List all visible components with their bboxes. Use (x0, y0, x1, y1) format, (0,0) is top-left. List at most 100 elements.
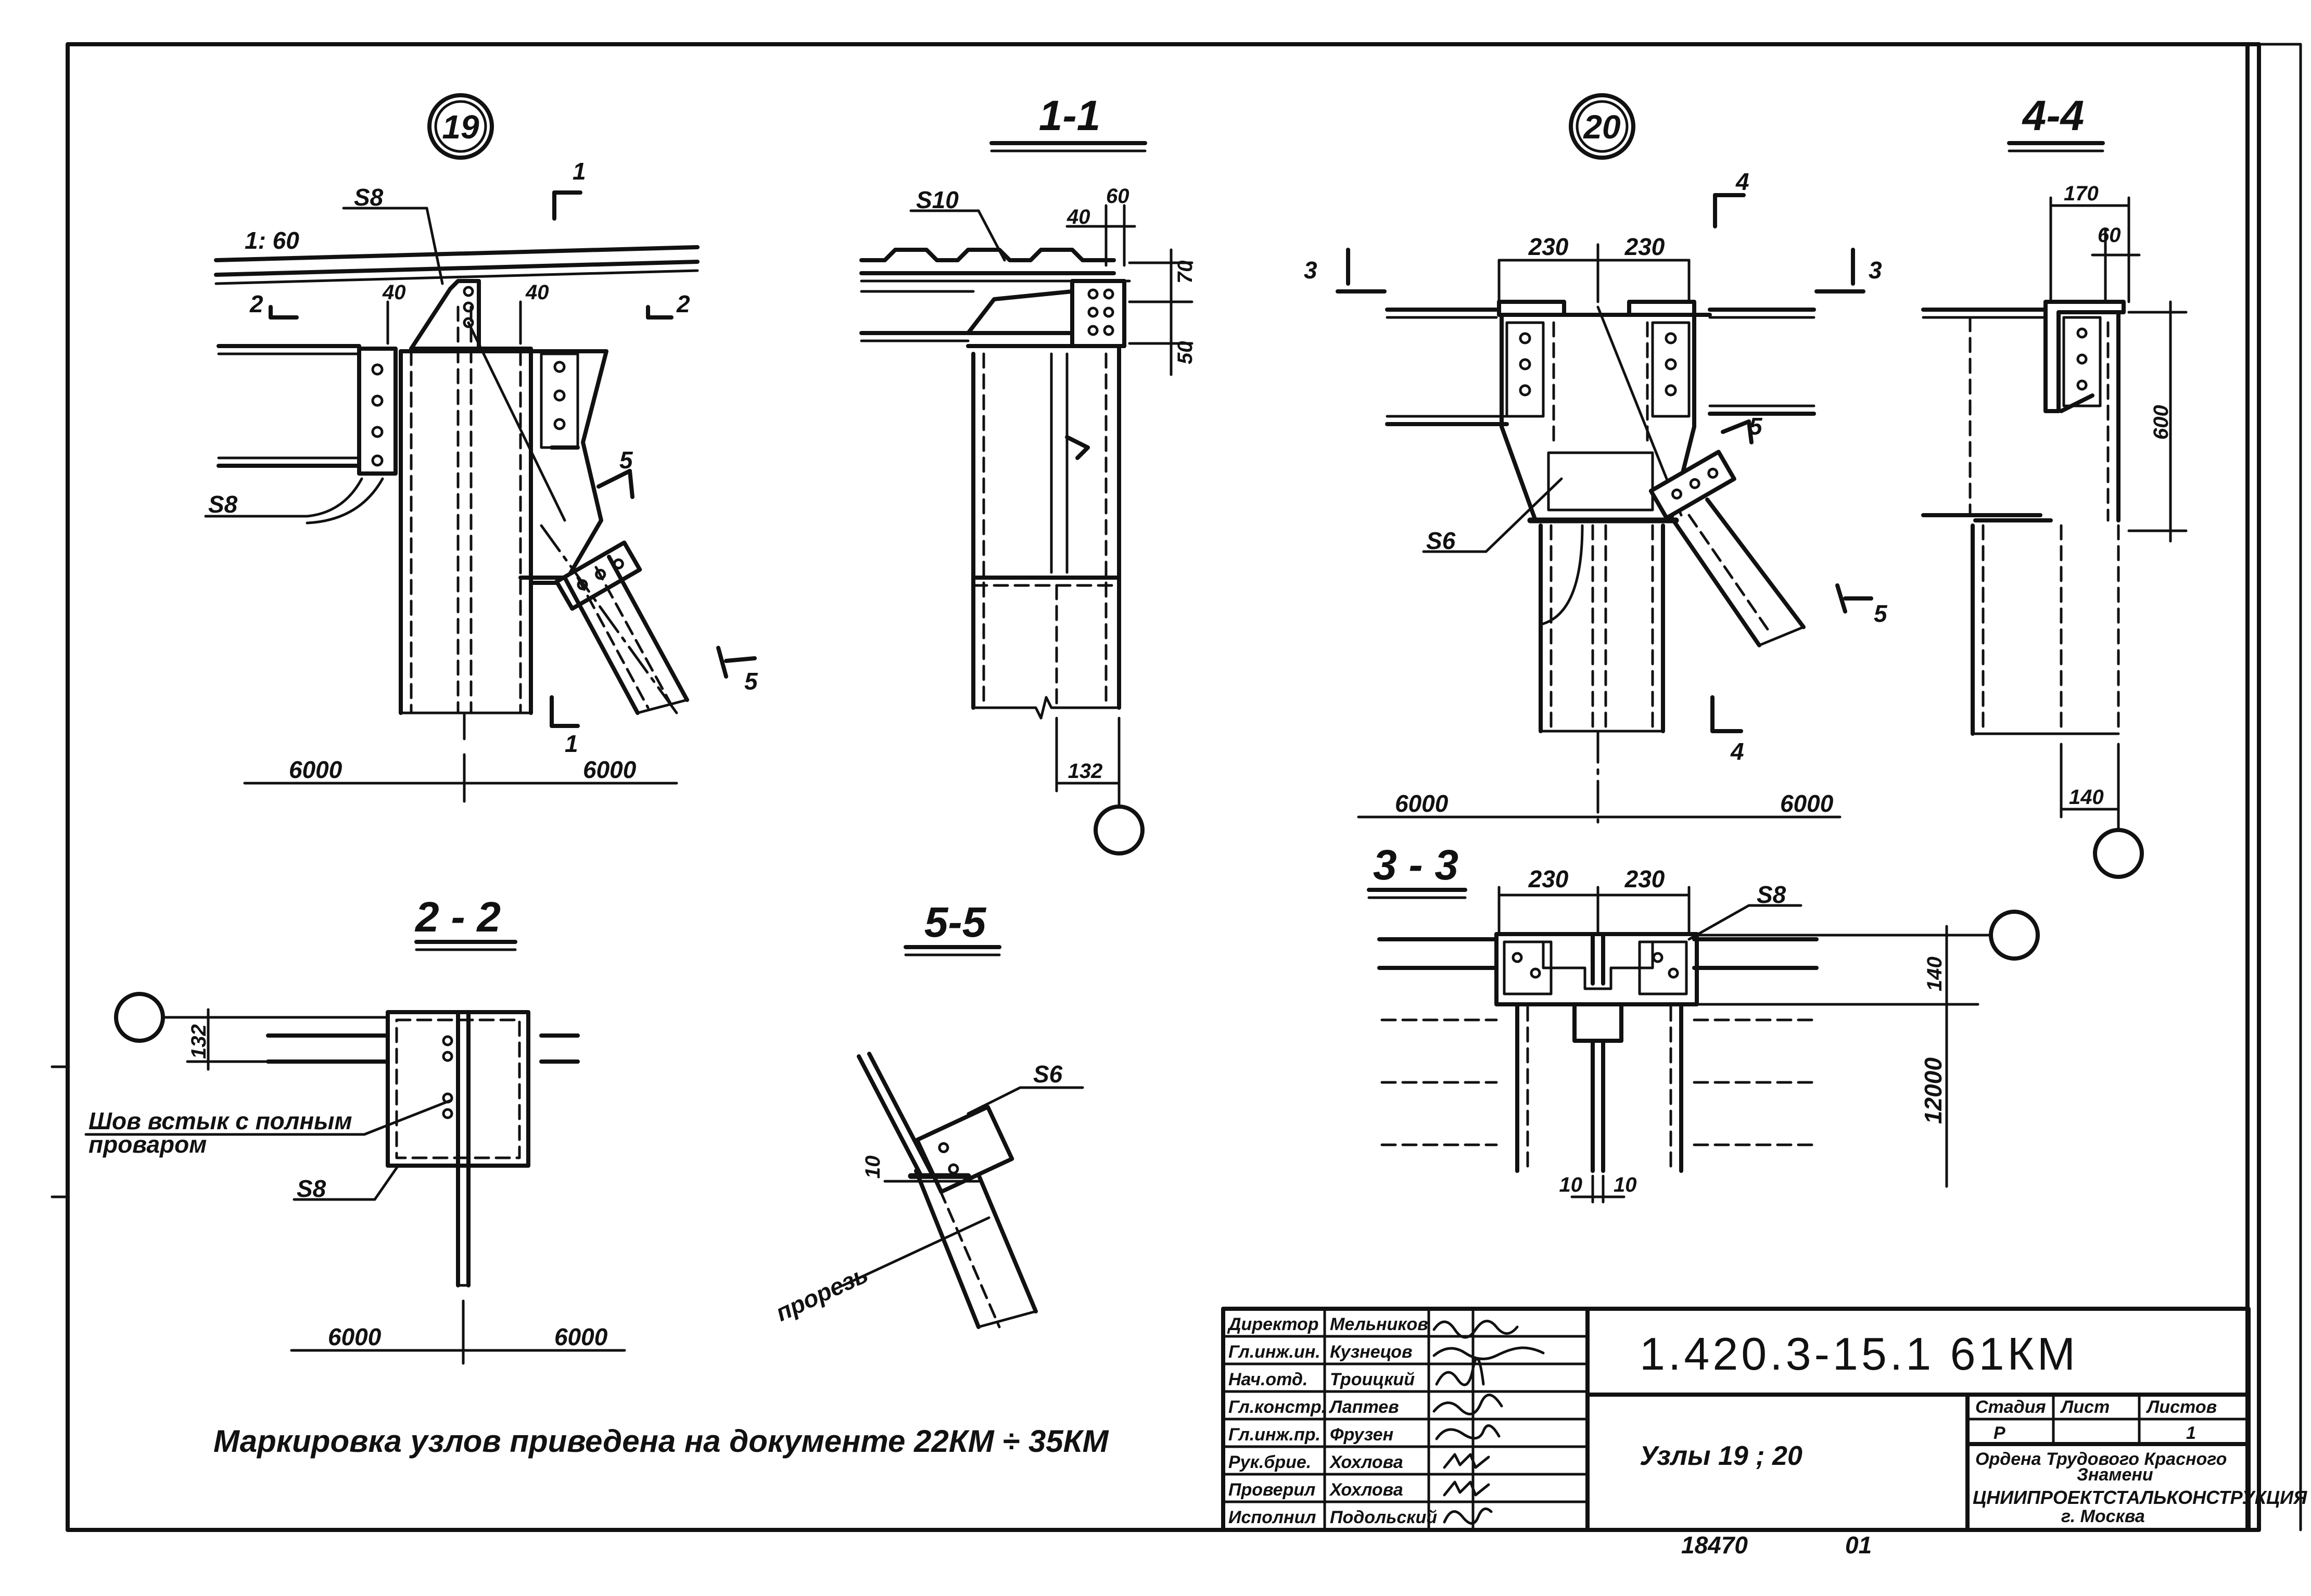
node-19-number: 19 (442, 108, 479, 146)
node-20-cut-5-top: 5 (1749, 413, 1763, 440)
tb-role-4: Гл.констр. (1228, 1397, 1326, 1417)
section-5-5-dim-10: 10 (861, 1156, 884, 1179)
node-20-dim-230-right: 230 (1624, 233, 1665, 260)
section-2-2-weld-note-line2: проваром (88, 1131, 207, 1158)
node-20-dim-6000-right: 6000 (1780, 790, 1834, 817)
tb-name-7: Хохлова (1329, 1480, 1403, 1500)
tb-role-6: Рук.брие. (1228, 1452, 1311, 1472)
section-1-1-dim-70: 70 (1174, 261, 1197, 284)
section-3-3-title: 3 - 3 (1373, 841, 1458, 889)
section-4-4: 4-4 170 60 600 (1921, 92, 2188, 879)
node-19-slope: 1: 60 (245, 227, 299, 254)
section-3-3: 3 - 3 230 230 S8 140 12000 (1367, 841, 2040, 1204)
tb-org-line2: Знамени (2077, 1465, 2153, 1485)
section-1-1-dim-60: 60 (1106, 185, 1129, 208)
tb-sheets-value: 1 (2186, 1423, 2196, 1443)
section-2-2-dim-132: 132 (187, 1024, 210, 1059)
section-1-1-axis-marker (1094, 805, 1145, 856)
section-3-3-label-s8: S8 (1757, 881, 1786, 908)
title-block: Директор Мельников Гл.инж.ин. Кузнецов Н… (1221, 1307, 2307, 1532)
tb-name-8: Подольский (1330, 1508, 1437, 1527)
tb-role-2: Гл.инж.ин. (1228, 1342, 1320, 1362)
section-2-2: 2 - 2 132 Шов встык с полным проваром S8 (84, 893, 626, 1365)
section-5-5-cut-note: прорезь (771, 1260, 872, 1326)
tb-org-line4: г. Москва (2061, 1506, 2145, 1526)
node-19-cut-2-right: 2 (676, 290, 690, 317)
section-3-3-dim-140: 140 (1923, 956, 1946, 991)
section-1-1-dim-132: 132 (1068, 760, 1103, 783)
node-19-cut-1-bottom: 1 (565, 730, 578, 757)
node-20-cut-5-bottom: 5 (1874, 600, 1888, 627)
tb-name-2: Кузнецов (1330, 1342, 1413, 1362)
node-20-cut-3-right: 3 (1869, 257, 1882, 284)
section-4-4-dim-60: 60 (2098, 224, 2121, 247)
tb-role-7: Проверил (1228, 1480, 1315, 1500)
section-2-2-dim-6000-right: 6000 (554, 1323, 608, 1350)
node-20-detail: 20 230 230 (1304, 93, 1888, 824)
sheet-frame (50, 42, 2302, 1532)
section-4-4-dim-140: 140 (2069, 786, 2104, 809)
node-19-dim-6000-right: 6000 (583, 756, 637, 783)
node-19-dim-40-left: 40 (382, 281, 406, 304)
node-19-cut-5-bottom: 5 (744, 668, 758, 695)
section-2-2-axis-marker (114, 992, 165, 1043)
section-1-1-title: 1-1 (1039, 92, 1101, 139)
signatures (1432, 1320, 1545, 1525)
section-2-2-label-s8: S8 (297, 1175, 326, 1202)
tb-sheet-title: Узлы 19 ; 20 (1640, 1441, 1802, 1471)
node-20-number: 20 (1583, 108, 1620, 146)
marking-note: Маркировка узлов приведена на документе … (213, 1424, 1109, 1459)
node-20-cut-4-bottom: 4 (1730, 738, 1744, 765)
node-19-dim-40-right: 40 (525, 281, 549, 304)
section-4-4-title: 4-4 (2022, 92, 2085, 139)
section-4-4-dim-600: 600 (2150, 405, 2173, 440)
section-1-1-dim-40: 40 (1066, 206, 1090, 228)
tb-org-line3: ЦНИИПРОЕКТСТАЛЬКОНСТРУКЦИЯ (1973, 1487, 2307, 1508)
section-2-2-title: 2 - 2 (414, 893, 501, 941)
section-3-3-dim-12000: 12000 (1920, 1057, 1947, 1124)
stamp-number: 18470 (1681, 1531, 1748, 1559)
section-2-2-weld-note-line1: Шов встык с полным (88, 1107, 352, 1134)
node-20-cut-3-left: 3 (1304, 257, 1317, 284)
tb-name-4: Лаптев (1328, 1397, 1399, 1417)
section-3-3-axis-marker (1989, 910, 2040, 961)
tb-org-line1: Ордена Трудового Красного (1975, 1449, 2227, 1469)
section-3-3-dim-10-left: 10 (1559, 1173, 1583, 1196)
node-19-detail: 19 1: 60 (204, 93, 758, 803)
section-4-4-axis-marker (2093, 828, 2144, 879)
tb-stage-value: Р (1993, 1423, 2005, 1443)
tb-doc-code: 1.420.3-15.1 61КМ (1640, 1328, 2078, 1380)
tb-name-6: Хохлова (1329, 1452, 1403, 1472)
section-1-1-label-s10: S10 (916, 186, 959, 213)
node-19-label-s8-top: S8 (354, 184, 384, 211)
tb-sheets-header: Листов (2145, 1397, 2217, 1417)
section-5-5-title: 5-5 (924, 899, 987, 946)
section-1-1: 1-1 S10 (859, 92, 1197, 856)
node-19-dim-6000-left: 6000 (289, 756, 342, 783)
node-19-marker (427, 93, 494, 160)
node-20-dim-6000-left: 6000 (1395, 790, 1449, 817)
tb-role-5: Гл.инж.пр. (1228, 1425, 1320, 1445)
tb-name-3: Троицкий (1330, 1370, 1415, 1389)
section-5-5: 5-5 S6 10 прорезь (771, 899, 1084, 1329)
node-19-cut-2-left: 2 (249, 290, 263, 317)
section-3-3-dim-10-right: 10 (1614, 1173, 1637, 1196)
section-2-2-dim-6000-left: 6000 (328, 1323, 382, 1350)
node-19-cut-5-top: 5 (619, 446, 633, 474)
tb-sheet-header: Лист (2060, 1397, 2110, 1417)
tb-stage-header: Стадия (1975, 1397, 2046, 1417)
section-3-3-dim-230-left: 230 (1528, 865, 1569, 892)
tb-name-1: Мельников (1330, 1314, 1428, 1334)
tb-role-1: Директор (1227, 1314, 1319, 1334)
section-3-3-dim-230-right: 230 (1624, 865, 1665, 892)
stamp-suffix: 01 (1845, 1531, 1872, 1559)
node-20-cut-4-top: 4 (1735, 168, 1749, 195)
tb-name-5: Фрузен (1330, 1425, 1393, 1445)
node-19-label-s8-left: S8 (208, 491, 238, 518)
node-20-label-s6: S6 (1426, 527, 1456, 554)
node-20-marker (1569, 93, 1635, 160)
node-20-dim-230-left: 230 (1528, 233, 1569, 260)
section-5-5-label-s6: S6 (1033, 1061, 1063, 1088)
node-19-cut-1-top: 1 (573, 158, 586, 185)
